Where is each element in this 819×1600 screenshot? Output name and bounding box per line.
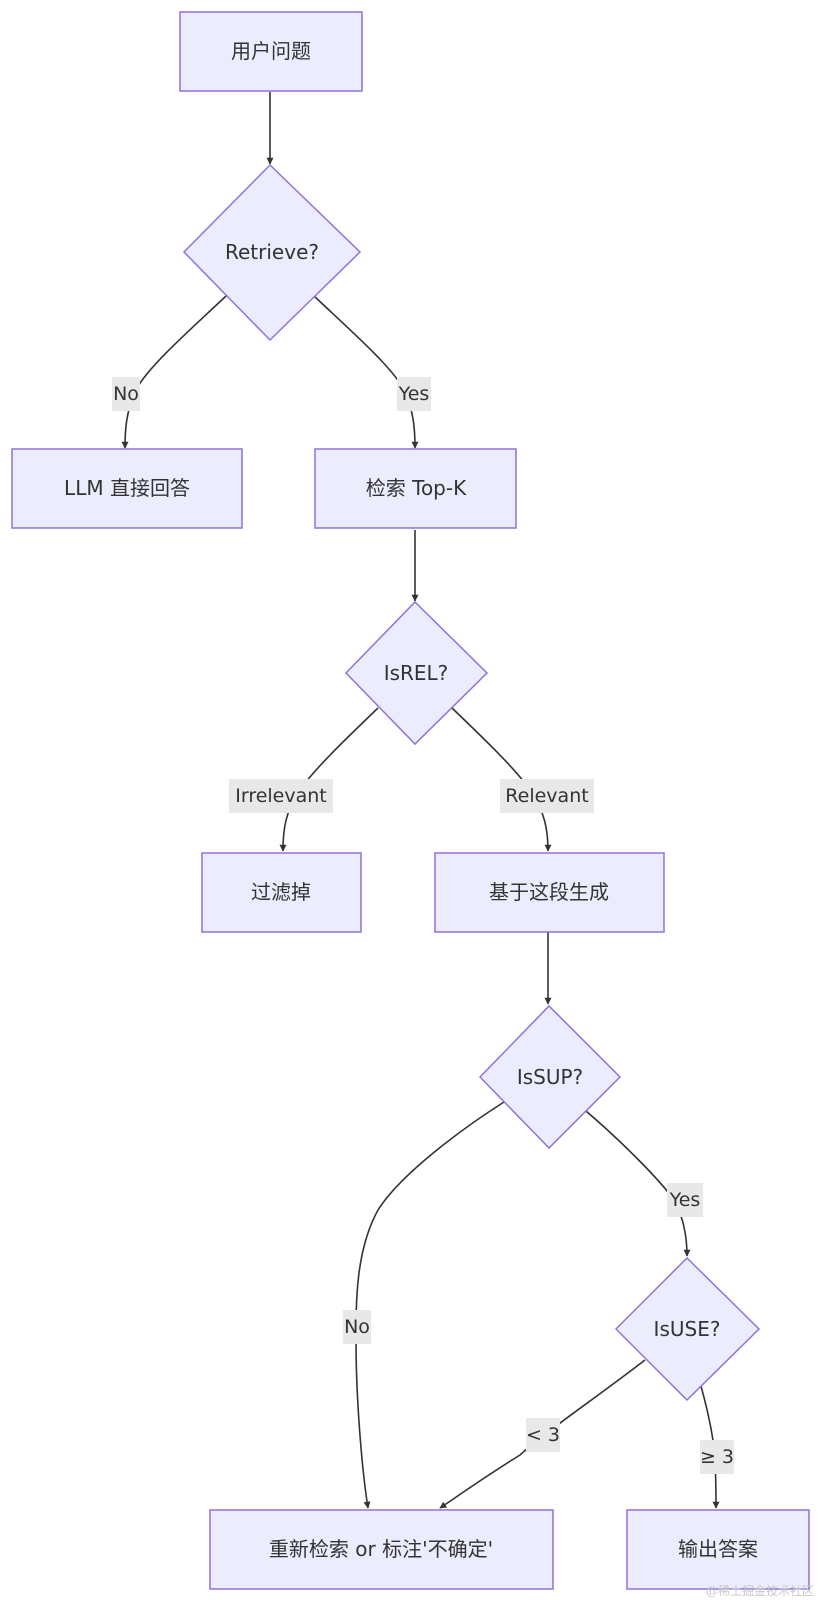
node-retry-label: 重新检索 or 标注'不确定': [269, 1537, 493, 1561]
node-llm-direct-label: LLM 直接回答: [64, 476, 190, 500]
nodes: 用户问题 Retrieve? LLM 直接回答 检索 Top-K IsREL? …: [11, 11, 810, 1590]
edge-label-isuse-ge3: ≥ 3: [700, 1446, 734, 1468]
node-issup-decision: IsSUP?: [478, 1004, 622, 1150]
edge-retrieve-yes: [313, 295, 419, 449]
node-llm-direct: LLM 直接回答: [11, 448, 243, 529]
edge-label-isuse-lt3: < 3: [526, 1424, 560, 1446]
node-generate: 基于这段生成: [434, 852, 665, 933]
node-isrel-label: IsREL?: [384, 661, 449, 685]
node-output: 输出答案: [626, 1509, 810, 1590]
edges: [121, 92, 720, 1509]
edge-label-relevant: Relevant: [505, 785, 588, 807]
node-user-question-label: 用户问题: [231, 39, 311, 63]
node-search-topk-label: 检索 Top-K: [366, 476, 467, 500]
node-isuse-decision: IsUSE?: [614, 1256, 761, 1402]
watermark: @稀土掘金技术社区: [706, 1583, 814, 1598]
node-filter-out: 过滤掉: [201, 852, 362, 933]
node-isuse-label: IsUSE?: [654, 1317, 721, 1341]
node-filter-out-label: 过滤掉: [251, 880, 311, 904]
node-generate-label: 基于这段生成: [489, 880, 609, 904]
node-retry: 重新检索 or 标注'不确定': [209, 1509, 554, 1590]
edge-label-issup-no: No: [344, 1316, 370, 1338]
node-issup-label: IsSUP?: [517, 1065, 583, 1089]
edge-label-retrieve-yes: Yes: [398, 383, 430, 405]
edge-label-irrelevant: Irrelevant: [235, 785, 327, 807]
node-retrieve-decision: Retrieve?: [182, 163, 362, 342]
node-retrieve-label: Retrieve?: [225, 240, 319, 264]
node-search-topk: 检索 Top-K: [314, 448, 517, 529]
node-output-label: 输出答案: [678, 1537, 758, 1561]
edge-labels: No Yes Irrelevant Relevant Yes No < 3 ≥ …: [112, 377, 734, 1474]
edge-label-issup-yes: Yes: [669, 1189, 701, 1211]
edge-isuse-lt3: [439, 1359, 646, 1509]
node-isrel-decision: IsREL?: [344, 600, 489, 746]
node-user-question: 用户问题: [179, 11, 363, 92]
edge-issup-no: [355, 1101, 505, 1509]
edge-retrieve-no: [121, 295, 227, 449]
edge-label-retrieve-no: No: [113, 383, 139, 405]
